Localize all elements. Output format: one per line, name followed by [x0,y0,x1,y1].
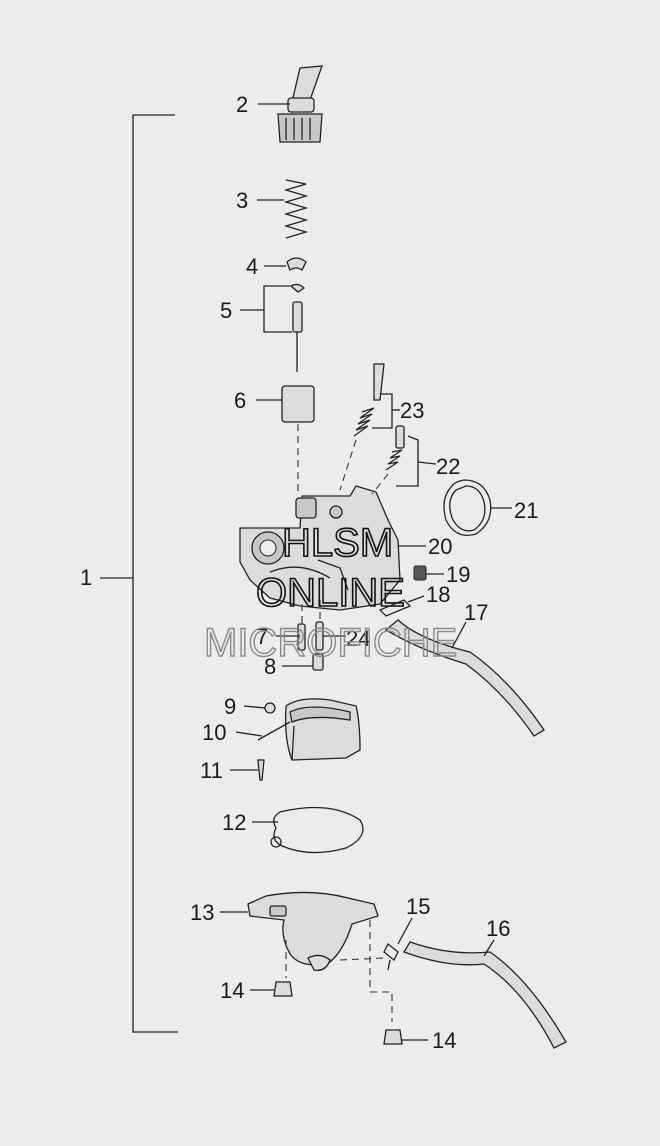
label-6: 6 [234,388,246,413]
label-1: 1 [80,565,92,590]
label-20: 20 [428,534,452,559]
part-17-hose [384,619,545,737]
part-9-10-11-float [230,698,361,781]
part-18-clip [378,595,425,617]
label-18: 18 [426,582,450,607]
part-5-needle [240,283,306,372]
part-7-24-jets [276,600,346,651]
label-14a: 14 [220,978,244,1003]
watermark: HLSM ONLINE MICROFICHE [203,520,458,666]
label-21: 21 [514,498,538,523]
part-19-screw [413,565,444,581]
label-13: 13 [190,900,214,925]
label-14b: 14 [432,1028,456,1053]
part-2-cap [258,65,323,143]
label-16: 16 [486,916,510,941]
part-labels: 1 2 3 4 5 6 7 8 9 10 11 12 13 14 14 15 1… [80,92,538,1053]
label-15: 15 [406,894,430,919]
label-23: 23 [400,398,424,423]
part-3-spring [257,179,309,239]
label-3: 3 [236,188,248,213]
assembly-bracket [100,114,178,1033]
part-21-o-ring [443,479,512,537]
label-12: 12 [222,810,246,835]
part-12-gasket [252,806,364,854]
part-4-clip [264,257,307,271]
carburetor-body [239,485,401,611]
label-8: 8 [264,654,276,679]
watermark-line-2: ONLINE [256,571,405,615]
label-19: 19 [446,562,470,587]
label-4: 4 [246,254,258,279]
label-22: 22 [436,454,460,479]
part-23-screw-spring [339,363,400,491]
part-8-main-jet [282,653,324,671]
label-10: 10 [202,720,226,745]
label-7: 7 [256,624,268,649]
label-9: 9 [224,694,236,719]
watermark-line-1: HLSM [282,521,393,565]
part-14-drain-screws [250,981,428,1045]
label-17: 17 [464,600,488,625]
watermark-line-3: MICROFICHE [204,621,457,665]
label-2: 2 [236,92,248,117]
part-16-hose [403,939,567,1049]
part-13-float-bowl [220,891,393,1022]
label-5: 5 [220,298,232,323]
label-24: 24 [346,626,370,651]
part-15-clip [383,917,413,971]
part-22-pilot-screw [371,425,437,495]
label-11: 11 [200,758,223,783]
part-6-throttle-valve [256,385,315,496]
